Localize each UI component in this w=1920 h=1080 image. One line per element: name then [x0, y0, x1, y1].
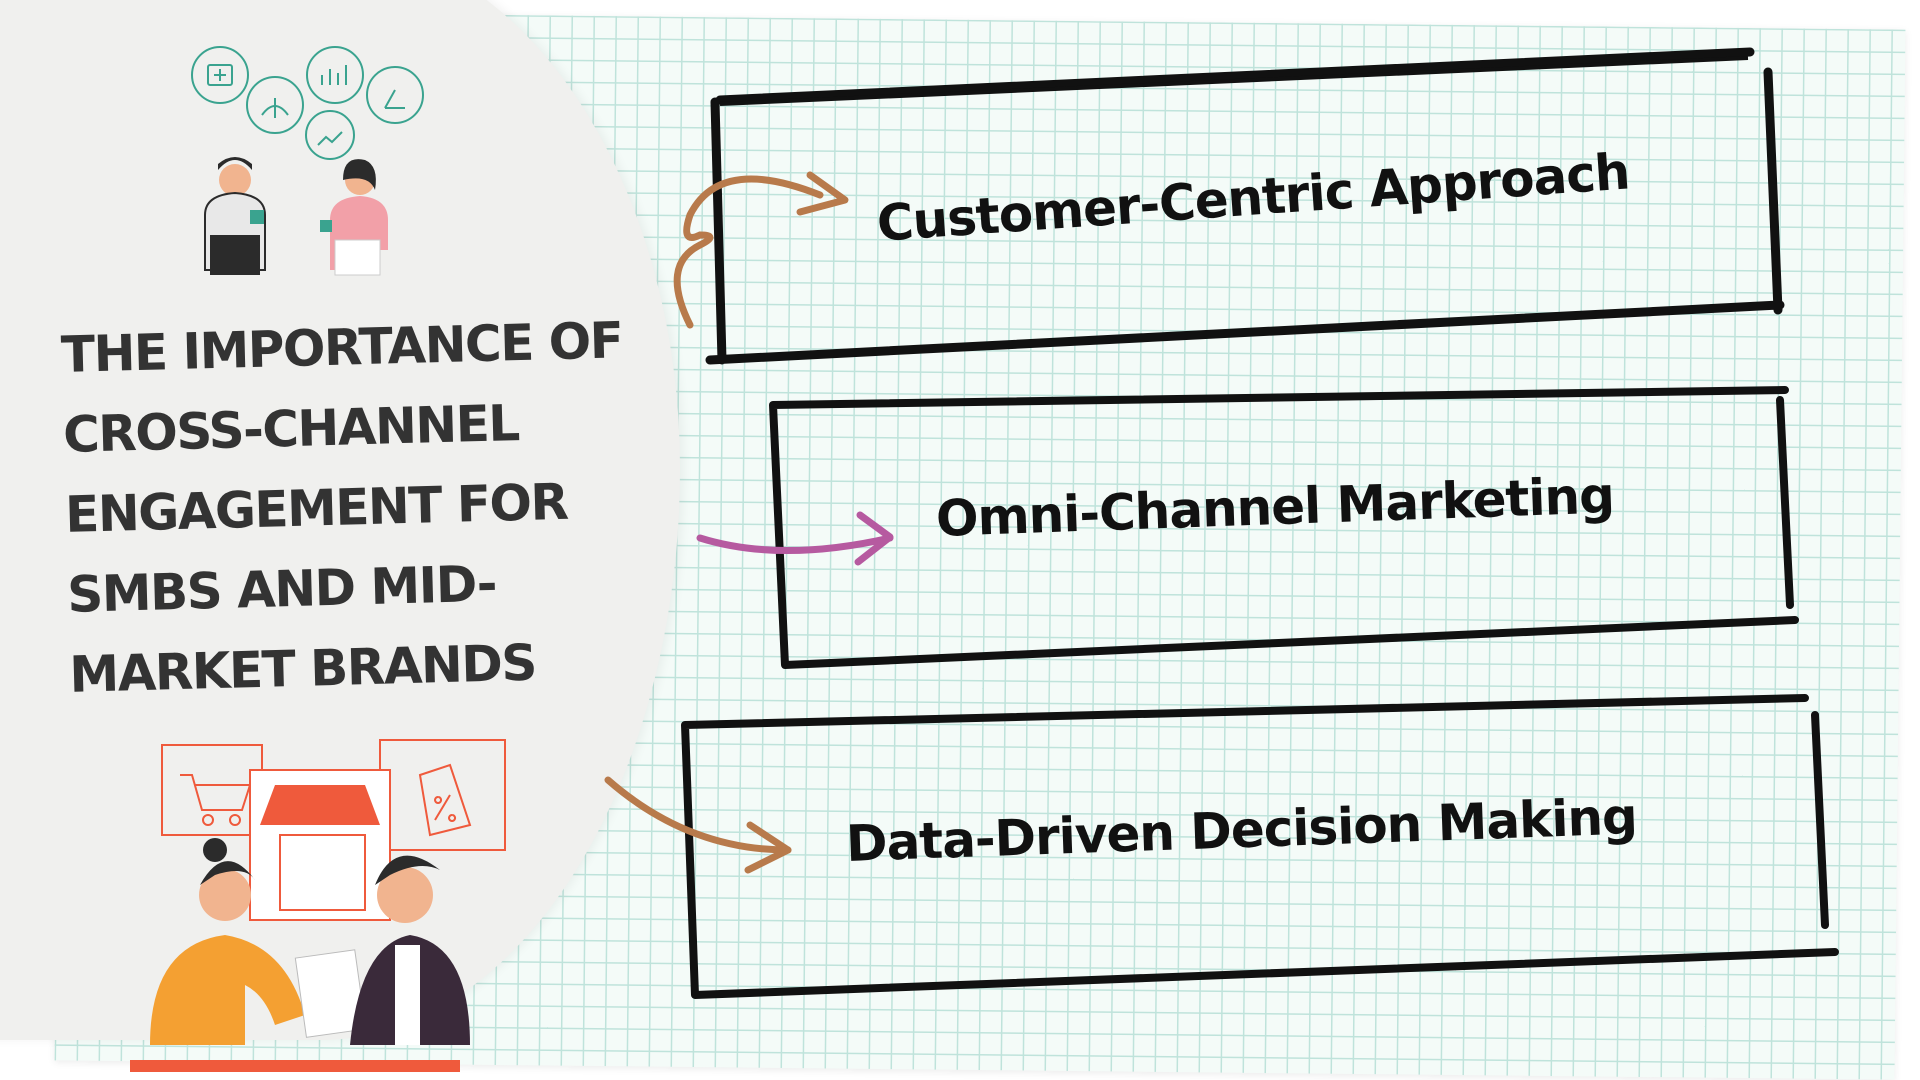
- concept-box-1: Customer-Centric Approach: [700, 40, 1800, 370]
- arrow-3: [604, 776, 792, 874]
- growth-chart-icon: [305, 110, 355, 160]
- title-line-5: MARKET BRANDS: [68, 633, 537, 704]
- top-illustration: [191, 46, 424, 276]
- bottom-illustration: [130, 739, 506, 1072]
- concept-box-2: Omni-Channel Marketing: [765, 375, 1805, 675]
- title-line-4: SMBS AND MID-: [66, 554, 497, 624]
- concept-box-3: Data-Driven Decision Making: [675, 690, 1845, 1020]
- page-title: THE IMPORTANCE OF CROSS-CHANNEL ENGAGEME…: [60, 300, 650, 715]
- finance-chart-icon: [306, 46, 364, 104]
- title-line-2: CROSS-CHANNEL: [62, 394, 520, 464]
- chair-icon: [366, 66, 424, 124]
- title-line-3: ENGAGEMENT FOR: [64, 472, 569, 544]
- title-line-1: THE IMPORTANCE OF: [60, 311, 624, 384]
- beach-icon: [246, 76, 304, 134]
- box-3-frame: [681, 694, 1839, 999]
- arrow-2: [696, 511, 894, 566]
- arrow-1: [673, 171, 849, 329]
- box-1-frame: [705, 47, 1785, 365]
- box-2-frame: [769, 386, 1799, 669]
- first-aid-icon: [191, 46, 249, 104]
